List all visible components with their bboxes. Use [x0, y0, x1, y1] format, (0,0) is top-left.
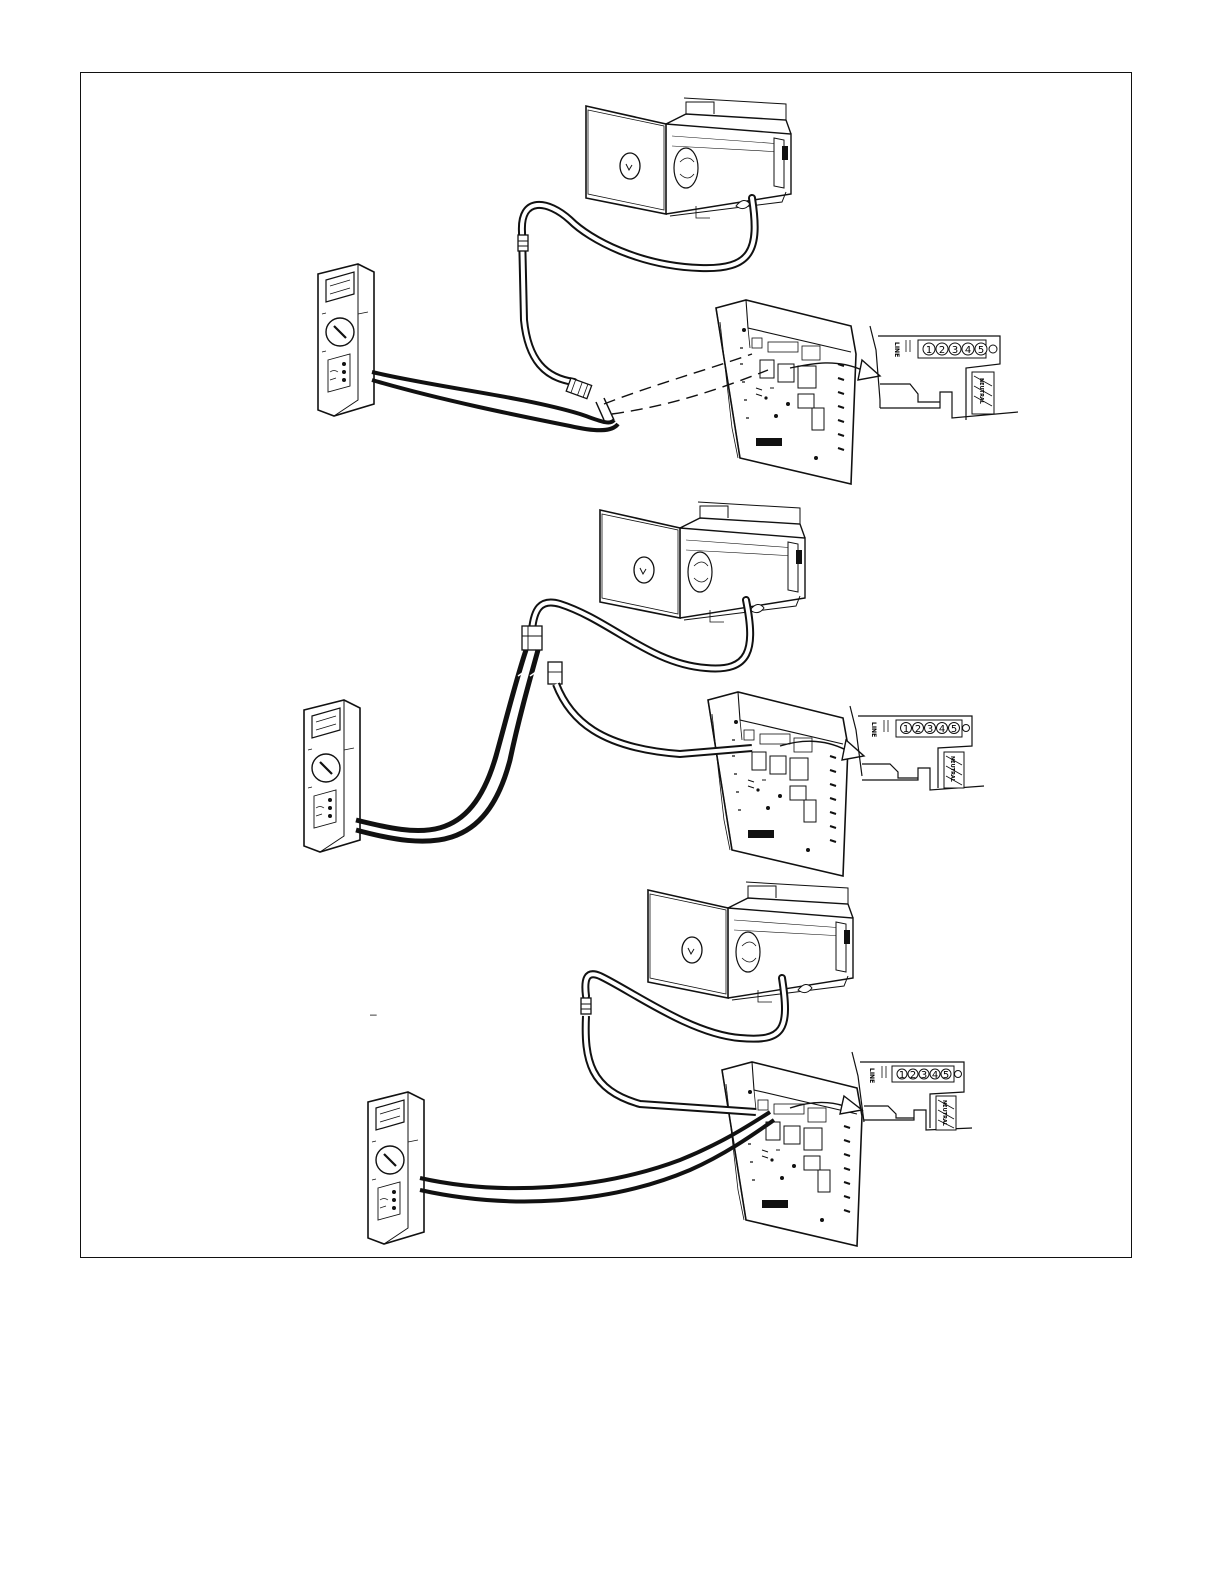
terminal-label: 3	[952, 345, 958, 356]
terminal-label: 2	[910, 1070, 916, 1081]
connector-top-lower	[566, 378, 591, 399]
terminal-label: 1	[926, 345, 932, 356]
meter-lead-bottom-2	[420, 1120, 774, 1201]
terminal-label: 4	[939, 724, 945, 735]
connector-top-upper	[518, 235, 528, 251]
heater-box-middle	[600, 502, 805, 622]
terminal-label: 5	[943, 1070, 949, 1081]
meter-lead-middle-1	[356, 650, 526, 831]
terminal-label: 1	[903, 724, 909, 735]
connector-middle-upper	[522, 626, 542, 650]
meter-lead-middle-2	[356, 650, 538, 841]
terminal-label: 1	[899, 1070, 905, 1081]
multimeter-top	[318, 264, 374, 416]
terminal-label: 2	[915, 724, 921, 735]
terminal-strip-top: 1 2 3 4 5	[923, 343, 987, 356]
terminal-label: 3	[927, 724, 933, 735]
multimeter-middle	[304, 700, 360, 852]
control-box-top	[716, 300, 856, 484]
neutral-label: NEUTRAL	[949, 756, 955, 783]
terminal-label: 4	[932, 1070, 938, 1081]
line-label: LINE	[893, 342, 900, 357]
meter-lead-top-1	[372, 372, 614, 422]
terminal-label: 5	[978, 345, 984, 356]
connector-bottom	[581, 998, 591, 1014]
terminal-label: 5	[951, 724, 957, 735]
neutral-label: NEUTRAL	[941, 1100, 947, 1127]
terminal-strip-bottom: 1 2 3 4 5	[897, 1069, 951, 1081]
control-box-bottom	[722, 1062, 862, 1246]
multimeter-bottom	[368, 1092, 424, 1244]
terminal-label: 2	[939, 345, 945, 356]
terminal-detail-top: 1 2 3 4 5 LINE NEUTRAL	[870, 326, 1018, 420]
heater-box-top	[586, 98, 791, 218]
stray-mark: –	[370, 1007, 377, 1021]
connector-middle-lower	[548, 662, 562, 684]
terminal-label: 4	[965, 345, 971, 356]
terminal-detail-bottom: 1 2 3 4 5 LINE NEUTRAL	[852, 1052, 972, 1130]
terminal-label: 3	[921, 1070, 927, 1081]
terminal-detail-middle: 1 2 3 4 5 LINE NEUTRAL	[850, 706, 984, 790]
meter-lead-bottom-1	[420, 1112, 770, 1188]
line-label: LINE	[868, 1068, 875, 1083]
line-label: LINE	[870, 722, 877, 737]
control-box-middle	[708, 692, 848, 876]
heater-box-bottom	[648, 882, 853, 1002]
wire-harness-top	[522, 198, 755, 382]
neutral-label: NEUTRAL	[978, 378, 984, 405]
